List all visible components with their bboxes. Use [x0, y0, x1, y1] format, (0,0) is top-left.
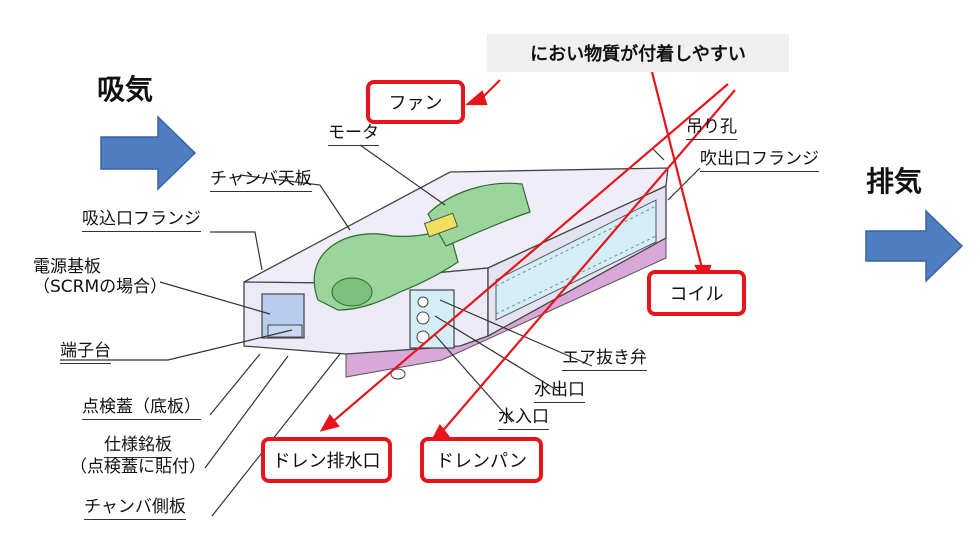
terminal-label: 端子台: [60, 341, 111, 364]
exhaust-arrow-icon: [865, 209, 964, 283]
chamber-side-label: チャンバ側板: [84, 497, 186, 520]
power-board-label: 電源基板 （SCRMの場合）: [33, 257, 168, 297]
odor-callout: におい物質が付着しやすい: [487, 34, 789, 72]
terminal-shape: [267, 324, 303, 338]
exhaust-label: 排気: [866, 165, 923, 198]
drain-outlet-shape: [390, 368, 406, 380]
water-in-label: 水入口: [498, 407, 549, 430]
spec-plate-label-line1: 仕様銘板: [104, 435, 172, 458]
intake-arrow-icon: [100, 115, 197, 191]
inspection-lid-label: 点検蓋（底板）: [82, 397, 201, 420]
coil-highlight: コイル: [647, 270, 746, 316]
motor-shape: [423, 212, 459, 238]
motor-label: モータ: [328, 123, 379, 146]
water-out-label: 水出口: [534, 380, 585, 403]
intake-label: 吸気: [97, 73, 154, 106]
power-board-label-line2: （SCRMの場合）: [33, 276, 168, 297]
drain-outlet-highlight: ドレン排水口: [261, 437, 392, 483]
chamber-top-label: チャンバ天板: [210, 169, 312, 192]
power-board-label-line1: 電源基板: [33, 257, 101, 277]
spec-plate-label: 仕様銘板 （点検蓋に貼付）: [70, 435, 206, 477]
inlet-flange-label: 吸込口フランジ: [82, 209, 201, 232]
air-vent-label: エア抜き弁: [562, 348, 647, 371]
spec-plate-label-line2: （点検蓋に貼付）: [70, 456, 206, 477]
hanger-hole-label: 吊り孔: [686, 117, 737, 140]
outlet-flange-label: 吹出口フランジ: [700, 149, 819, 172]
drain-pan-highlight: ドレンパン: [420, 437, 543, 483]
fan-highlight: ファン: [366, 80, 465, 124]
